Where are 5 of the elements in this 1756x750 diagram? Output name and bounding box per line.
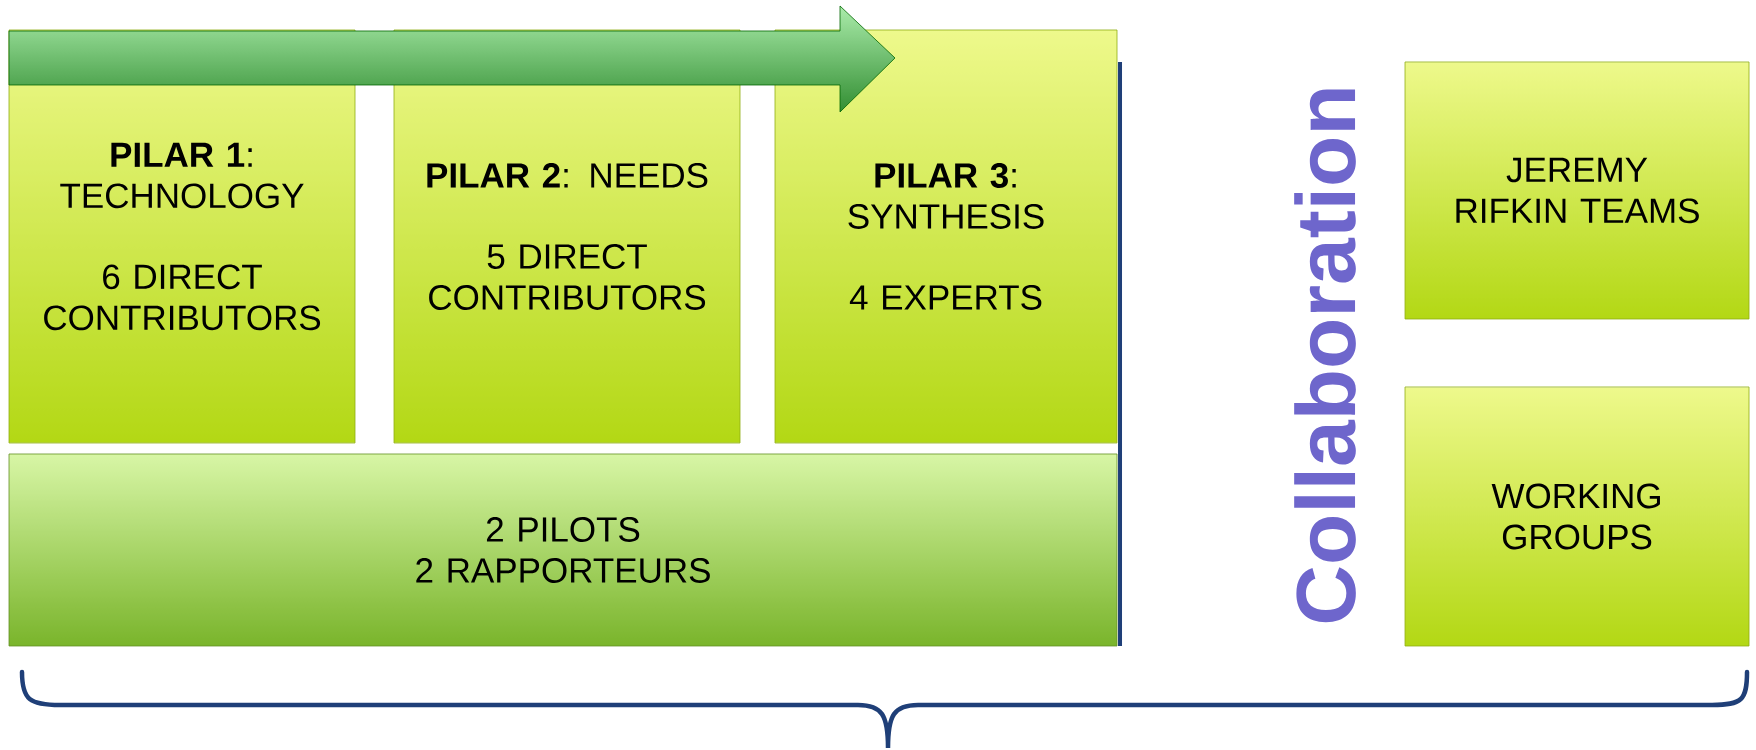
base-box: 2 PILOTS 2 RAPPORTEURS [8, 453, 1118, 647]
pilar-box: WORKING GROUPS [1404, 386, 1750, 647]
pilar-box: PILAR 3: SYNTHESIS 4 EXPERTS [774, 29, 1118, 444]
pilar-box: JEREMY RIFKIN TEAMS [1404, 61, 1750, 320]
rotated-heading: Collaboration [1294, 89, 1356, 623]
